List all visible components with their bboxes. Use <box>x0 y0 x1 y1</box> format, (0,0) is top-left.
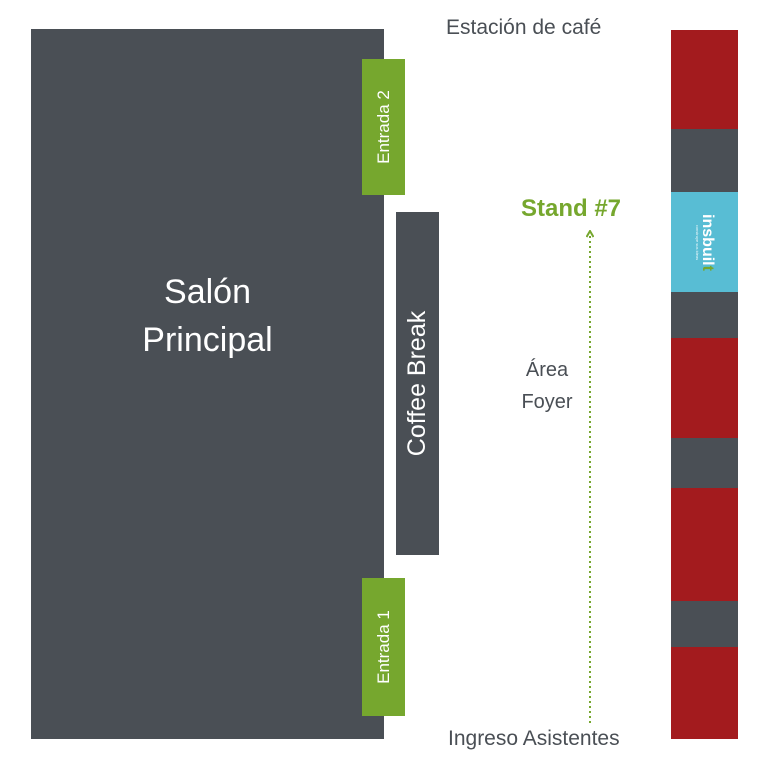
logo-main: insbuil <box>698 213 716 266</box>
attendee-entrance-label: Ingreso Asistentes <box>448 727 620 750</box>
entrance-2[interactable]: Entrada 2 <box>362 59 405 195</box>
booth-7[interactable] <box>671 488 738 601</box>
main-hall-label: Salón Principal <box>31 268 384 364</box>
booth-9[interactable] <box>671 647 738 739</box>
insbuilt-logo: insbuilt construye sus ideas <box>694 213 716 271</box>
stand-label: Stand #7 <box>521 195 622 222</box>
booth-2[interactable] <box>671 129 738 192</box>
booth-4[interactable] <box>671 292 738 338</box>
booth-1[interactable] <box>671 30 738 129</box>
main-hall-label-line1: Salón <box>164 273 251 311</box>
booth-6[interactable] <box>671 438 738 488</box>
coffee-break-area: Coffee Break <box>396 212 439 555</box>
foyer-label-line2: Foyer <box>521 391 573 413</box>
main-hall <box>31 29 384 739</box>
foyer-label: Área Foyer <box>506 354 588 418</box>
booth-5[interactable] <box>671 338 738 438</box>
foyer-label-line1: Área <box>525 359 569 381</box>
entrance-2-label: Entrada 2 <box>373 90 393 164</box>
coffee-break-label: Coffee Break <box>403 310 431 457</box>
arrow-head-icon <box>586 230 594 238</box>
logo-suffix: t <box>698 265 716 271</box>
booth-8[interactable] <box>671 601 738 647</box>
logo-tagline: construye sus ideas <box>694 224 700 260</box>
entrance-1-label: Entrada 1 <box>373 610 393 684</box>
main-hall-label-line2: Principal <box>142 321 273 359</box>
coffee-station-label: Estación de café <box>446 16 602 39</box>
entrance-1[interactable]: Entrada 1 <box>362 578 405 716</box>
booth-stand-7[interactable]: insbuilt construye sus ideas <box>671 192 738 292</box>
path-arrow <box>586 230 594 725</box>
